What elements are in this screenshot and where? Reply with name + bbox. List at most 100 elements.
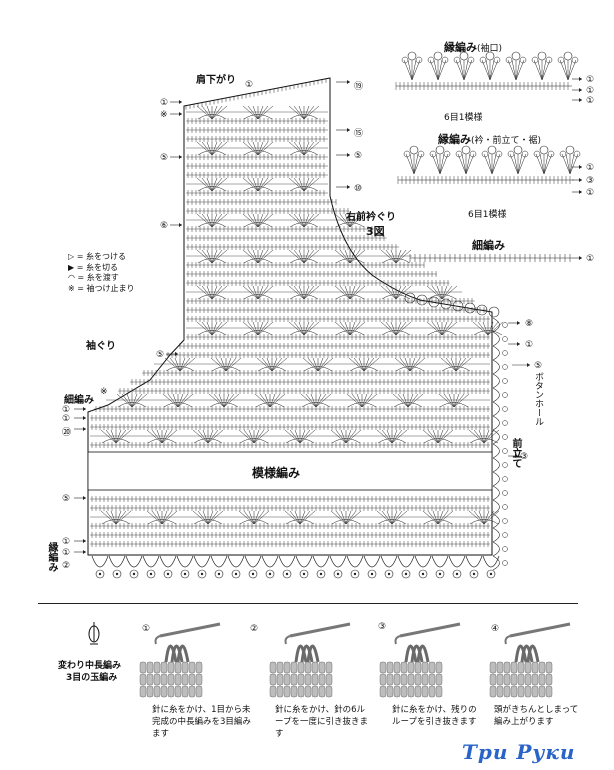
edge-motif bbox=[533, 145, 555, 175]
row-marker: ⑳ bbox=[62, 428, 72, 438]
fan-motif bbox=[468, 510, 500, 525]
band-arc bbox=[492, 541, 500, 557]
fan-motif bbox=[192, 429, 224, 444]
chart-rows bbox=[90, 78, 504, 547]
scallop bbox=[329, 555, 347, 579]
row-marker: ⑤ bbox=[62, 494, 71, 504]
marker-arrow bbox=[512, 363, 530, 367]
scallop bbox=[431, 555, 449, 579]
row-marker: ⑩ bbox=[354, 184, 363, 194]
picot bbox=[502, 420, 508, 426]
row-marker: ※ bbox=[100, 387, 108, 397]
repeat-label-2: 6目1模様 bbox=[468, 210, 507, 220]
stitch-row bbox=[186, 208, 349, 214]
scallop bbox=[397, 555, 415, 579]
fan-motif bbox=[438, 393, 470, 408]
shoulder-line bbox=[185, 78, 327, 110]
legend-item: ※ = 袖つけ止まり bbox=[68, 284, 135, 295]
fan-motif bbox=[146, 429, 178, 444]
scallop bbox=[176, 555, 194, 579]
armhole-label: 袖ぐり bbox=[86, 341, 116, 352]
legend: ▷ = 糸をつける ▶ = 糸を切る ◠ = 糸を渡す ※ = 袖つけ止まり bbox=[68, 252, 135, 294]
fan-motif bbox=[288, 249, 320, 264]
band-arc bbox=[492, 485, 500, 501]
legend-symbol: ▶ = bbox=[68, 262, 84, 272]
stitch-row bbox=[130, 379, 490, 385]
marker-arrow bbox=[508, 321, 520, 325]
picot bbox=[502, 560, 508, 566]
marker-arrow bbox=[572, 256, 582, 260]
picot bbox=[502, 406, 508, 412]
picot bbox=[502, 532, 508, 538]
picot bbox=[502, 476, 508, 482]
fan-motif bbox=[376, 429, 408, 444]
row-marker: ① bbox=[586, 163, 595, 173]
scallop bbox=[363, 555, 381, 579]
fan-motif bbox=[242, 249, 274, 264]
edge-motif bbox=[531, 51, 553, 81]
legend-text: 糸を渡す bbox=[86, 273, 119, 282]
marker-arrow bbox=[572, 77, 582, 81]
stitch-row bbox=[90, 424, 490, 430]
fan-motif bbox=[426, 285, 458, 300]
neck-picot bbox=[416, 294, 428, 306]
marker-arrow bbox=[166, 352, 178, 356]
row-marker: ① bbox=[586, 96, 595, 106]
fan-motif bbox=[116, 393, 148, 408]
border-vertical-label: 縁編み bbox=[46, 542, 57, 572]
legend-item: ◠ = 糸を渡す bbox=[68, 273, 135, 284]
scallop bbox=[261, 555, 279, 579]
row-marker: ⑤ bbox=[156, 350, 165, 360]
edge-motif bbox=[403, 145, 425, 175]
fan-motif bbox=[302, 357, 334, 372]
marker-arrow bbox=[336, 153, 350, 157]
picot bbox=[502, 504, 508, 510]
fan-motif bbox=[256, 357, 288, 372]
step-caption: 針に糸をかけ、針の6ループを一度に引き抜きます bbox=[275, 705, 368, 739]
stitch-row bbox=[186, 321, 504, 336]
stitch-row bbox=[186, 141, 328, 156]
row-marker: ※ bbox=[160, 110, 168, 120]
stitch-title-2: 3目の玉編み bbox=[66, 673, 118, 683]
legend-symbol: ▷ = bbox=[68, 252, 84, 261]
fan-motif bbox=[242, 177, 274, 192]
fan-motif bbox=[394, 357, 426, 372]
row-marker: ② bbox=[62, 561, 71, 571]
step-number: ② bbox=[250, 624, 259, 634]
stitch-row bbox=[90, 496, 490, 502]
stitch-row bbox=[186, 271, 437, 277]
marker-arrow bbox=[572, 165, 582, 169]
row-marker: ① bbox=[62, 537, 71, 547]
fan-motif bbox=[242, 285, 274, 300]
bobble-symbol bbox=[88, 622, 100, 645]
repeat-label-1: 6目1模様 bbox=[444, 113, 483, 123]
legend-text: 糸を切る bbox=[85, 262, 118, 272]
fan-motif bbox=[242, 213, 274, 228]
fan-motif bbox=[468, 429, 500, 444]
fan-motif bbox=[472, 321, 504, 336]
legend-symbol: ※ = bbox=[68, 283, 84, 293]
fan-motif bbox=[380, 249, 412, 264]
row-marker: ① bbox=[245, 80, 254, 90]
stitch-title-1: 変わり中長編み bbox=[58, 661, 122, 671]
step-illustrations bbox=[139, 622, 571, 698]
row-marker: ⑲ bbox=[354, 82, 364, 92]
row-marker: ① bbox=[586, 254, 595, 264]
stitch-row bbox=[94, 406, 490, 412]
brand-watermark: Три Руки bbox=[462, 740, 576, 764]
fan-motif bbox=[284, 510, 316, 525]
stitch-row bbox=[186, 249, 412, 264]
fan-motif bbox=[100, 429, 132, 444]
edge-motif bbox=[401, 51, 423, 81]
stitch-row bbox=[186, 172, 328, 178]
stitch-row bbox=[186, 213, 366, 228]
fan-motif bbox=[196, 177, 228, 192]
fan-motif bbox=[238, 510, 270, 525]
marker-arrow bbox=[170, 223, 182, 227]
marker-arrow bbox=[170, 100, 182, 104]
stitch-row bbox=[186, 177, 328, 192]
band-arc bbox=[492, 457, 500, 473]
marker-arrow bbox=[336, 80, 350, 84]
stitch-row bbox=[186, 298, 475, 304]
picot bbox=[502, 322, 508, 328]
